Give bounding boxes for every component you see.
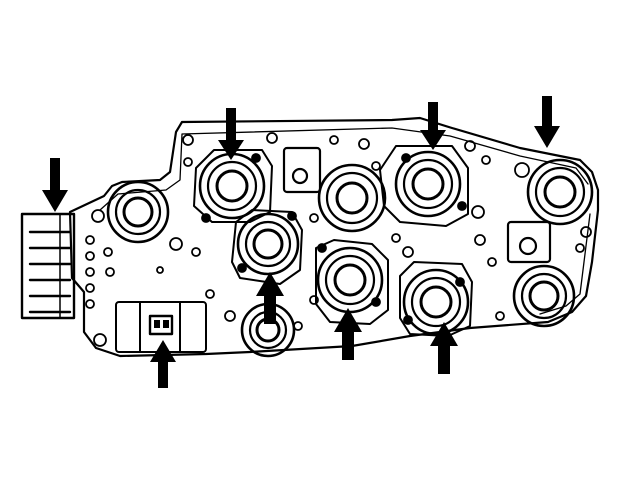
arrow-down [420,102,446,150]
arrow-down [218,108,244,160]
sensor-pocket [506,220,552,264]
electrical-connector [20,212,76,320]
port-boss [315,239,389,325]
arrow-up [150,340,176,388]
solenoid-ports [106,150,594,358]
sensor-pockets [282,146,552,264]
solenoid-port [317,163,387,233]
solenoid-port [402,268,470,336]
arrow-up [256,272,284,324]
connector-pins [28,230,72,314]
bolt-holes [85,132,592,347]
arrow-down [42,158,68,212]
solenoid-port [526,158,594,226]
solenoid-port [394,150,462,218]
solenoid-port [512,264,576,328]
housing-outline [68,116,600,358]
solenoid-port [106,180,170,244]
arrow-down [534,96,560,148]
arrow-up [334,308,362,360]
connector-body [20,212,76,320]
connector-inner [59,213,75,319]
indicator-arrows [42,96,560,388]
port-boss [379,145,469,227]
sensor-pocket [282,146,322,194]
port-boss [399,261,473,337]
arrow-up [430,322,458,374]
port-boss [231,209,303,285]
solenoid-port [198,152,266,220]
switch-terminal [148,314,174,336]
